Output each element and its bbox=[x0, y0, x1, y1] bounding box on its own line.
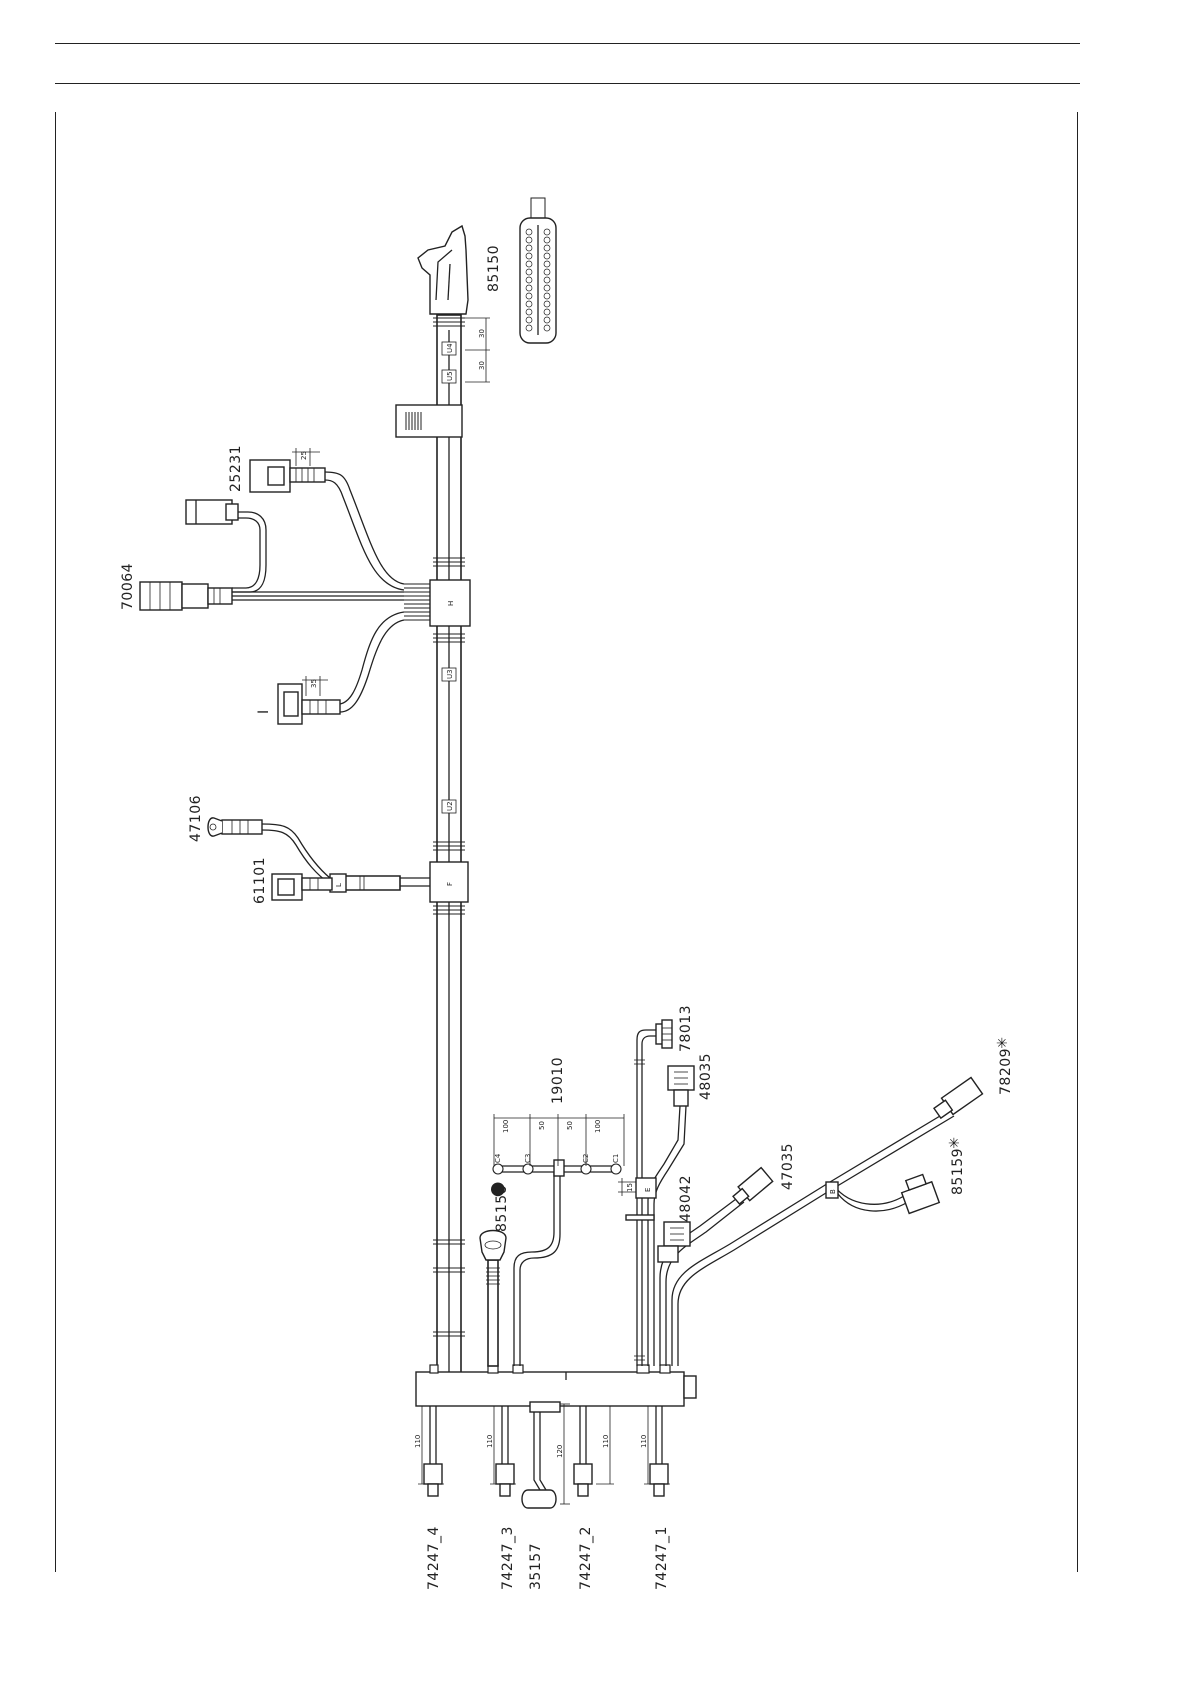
cable-25231 bbox=[325, 472, 404, 590]
connector-face-85150 bbox=[520, 198, 556, 343]
label-70064: 70064 bbox=[120, 563, 136, 610]
svg-text:15: 15 bbox=[626, 1183, 634, 1192]
svg-text:120: 120 bbox=[556, 1445, 564, 1458]
connector-78013[interactable] bbox=[656, 1020, 672, 1048]
branch-f: F bbox=[340, 862, 468, 902]
dimension-lower: 110 110 120 110 110 bbox=[414, 1404, 670, 1504]
svg-text:110: 110 bbox=[414, 1435, 422, 1448]
label-74247-2: 74247_2 bbox=[578, 1526, 594, 1590]
dot-85156: ● bbox=[490, 1178, 506, 1199]
splice-19010: C4 C3 C2 C1 100 50 50 100 bbox=[493, 1114, 624, 1176]
connector-61101[interactable] bbox=[272, 874, 332, 900]
connector-85159[interactable] bbox=[898, 1172, 939, 1213]
label-85150: 85150 bbox=[486, 245, 502, 292]
label-47035: 47035 bbox=[780, 1143, 796, 1190]
svg-text:50: 50 bbox=[566, 1121, 574, 1130]
label-19010: 19010 bbox=[550, 1057, 566, 1104]
svg-text:110: 110 bbox=[486, 1435, 494, 1448]
clamp-u5: U5 bbox=[442, 370, 456, 383]
cable-connector-I bbox=[340, 612, 404, 712]
cable-78209-85159 bbox=[672, 1110, 954, 1366]
label-47106: 47106 bbox=[188, 795, 204, 842]
label-35157: 35157 bbox=[528, 1543, 544, 1590]
svg-text:100: 100 bbox=[594, 1120, 602, 1133]
lead-74247-3 bbox=[496, 1406, 514, 1496]
lead-74247-4 bbox=[424, 1406, 442, 1496]
connector-78209[interactable] bbox=[932, 1077, 983, 1121]
label-74247-3: 74247_3 bbox=[500, 1526, 516, 1590]
cable-19010 bbox=[514, 1172, 560, 1366]
svg-text:U4: U4 bbox=[446, 343, 454, 353]
svg-text:30: 30 bbox=[478, 361, 486, 370]
svg-text:U3: U3 bbox=[446, 669, 454, 679]
svg-text:110: 110 bbox=[602, 1435, 610, 1448]
svg-text:100: 100 bbox=[502, 1120, 510, 1133]
svg-text:C3: C3 bbox=[524, 1154, 532, 1163]
label-78209: 78209 bbox=[998, 1048, 1014, 1095]
svg-text:30: 30 bbox=[478, 329, 486, 338]
label-48042: 48042 bbox=[678, 1175, 694, 1222]
main-trunk bbox=[433, 315, 465, 1395]
svg-text:B: B bbox=[829, 1189, 837, 1194]
svg-text:C4: C4 bbox=[494, 1153, 502, 1163]
svg-text:E: E bbox=[644, 1188, 652, 1192]
dimension-30-30: 30 30 bbox=[465, 318, 490, 382]
cable-70064-b bbox=[232, 512, 266, 592]
lead-74247-2 bbox=[574, 1406, 592, 1496]
clamp-u2: U2 bbox=[442, 800, 456, 813]
clamp-u4: U4 bbox=[442, 342, 456, 355]
svg-text:50: 50 bbox=[538, 1121, 546, 1130]
svg-text:F: F bbox=[446, 882, 454, 886]
label-74247-1: 74247_1 bbox=[654, 1526, 670, 1590]
svg-text:35: 35 bbox=[310, 679, 318, 688]
branch-b: B bbox=[826, 1182, 838, 1198]
grommet-block bbox=[396, 405, 462, 437]
label-85159: 85159 bbox=[950, 1148, 966, 1195]
svg-text:C1: C1 bbox=[612, 1154, 620, 1163]
svg-text:L: L bbox=[335, 883, 343, 887]
clamp-u3: U3 bbox=[442, 668, 456, 681]
label-25231: 25231 bbox=[228, 445, 244, 492]
connector-I[interactable]: 35 bbox=[278, 676, 340, 724]
label-61101: 61101 bbox=[252, 857, 268, 904]
label-74247-4: 74247_4 bbox=[426, 1526, 442, 1590]
cable-85156 bbox=[480, 1231, 506, 1367]
connector-70064[interactable] bbox=[140, 582, 232, 610]
connector-85150[interactable] bbox=[418, 226, 468, 314]
svg-text:25: 25 bbox=[300, 451, 308, 460]
branch-h: H bbox=[404, 580, 470, 626]
connector-25231[interactable]: 25 bbox=[250, 448, 325, 492]
lead-35157 bbox=[522, 1402, 560, 1508]
connector-70064-aux[interactable] bbox=[186, 500, 238, 524]
connector-48035[interactable] bbox=[668, 1066, 694, 1106]
star-85159: ✳ bbox=[948, 1136, 960, 1152]
connector-47035[interactable] bbox=[730, 1168, 772, 1208]
label-78013: 78013 bbox=[678, 1005, 694, 1052]
svg-text:U5: U5 bbox=[446, 371, 454, 381]
svg-text:H: H bbox=[447, 601, 455, 606]
star-78209: ✳ bbox=[996, 1036, 1008, 1052]
cable-70064-a bbox=[232, 592, 404, 600]
connector-47106[interactable] bbox=[208, 818, 262, 836]
label-48035: 48035 bbox=[698, 1053, 714, 1100]
svg-text:110: 110 bbox=[640, 1435, 648, 1448]
svg-text:U2: U2 bbox=[446, 801, 454, 811]
label-I: I bbox=[256, 709, 272, 714]
lead-74247-1 bbox=[650, 1406, 668, 1496]
connector-48042[interactable] bbox=[658, 1222, 690, 1262]
